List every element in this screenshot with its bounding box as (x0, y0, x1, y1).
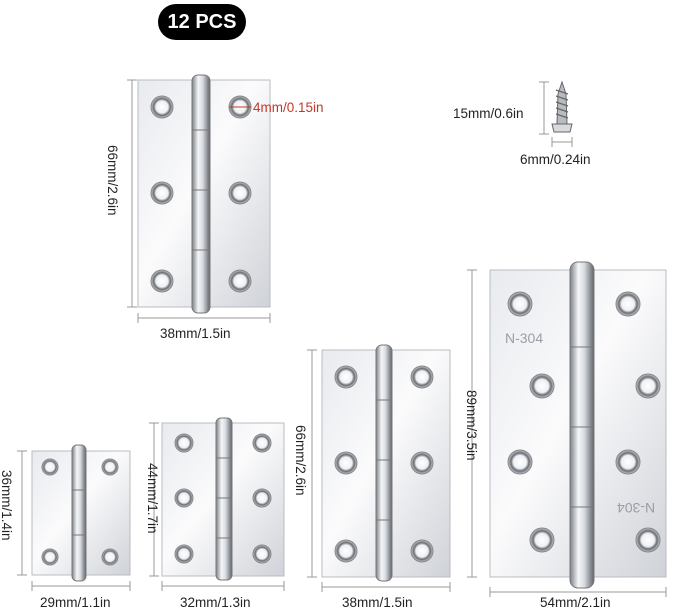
hinge-small (17, 444, 131, 591)
hinge-medium-width-label: 32mm/1.3in (180, 595, 251, 610)
screw-width-label: 6mm/0.24in (520, 152, 591, 167)
hinge-xl-width-label: 54mm/2.1in (540, 595, 611, 610)
hinge-small-height-label: 36mm/1.4in (0, 470, 14, 541)
hinge-large-height-label: 66mm/2.6in (293, 425, 308, 496)
hinge-medium (149, 417, 285, 591)
hinge-top (127, 74, 271, 323)
hinge-top-hole-label: 4mm/0.15in (253, 100, 324, 115)
screw-icon (539, 80, 573, 147)
hinge-large (307, 344, 451, 592)
hinge-xl (467, 261, 667, 597)
quantity-badge: 12 PCS (158, 4, 246, 40)
hinge-large-width-label: 38mm/1.5in (342, 595, 413, 610)
hinge-xl-height-label: 89mm/3.5in (464, 390, 479, 461)
hinge-top-height-label: 66mm/2.6in (105, 145, 120, 216)
hinge-top-width-label: 38mm/1.5in (160, 326, 231, 341)
screw-length-label: 15mm/0.6in (453, 106, 524, 121)
hinge-medium-height-label: 44mm/1.7in (145, 463, 160, 534)
hinge-xl-stamp-bottom: N-304 (617, 500, 656, 516)
hinge-xl-stamp-top: N-304 (505, 330, 544, 346)
hinge-small-width-label: 29mm/1.1in (40, 595, 111, 610)
